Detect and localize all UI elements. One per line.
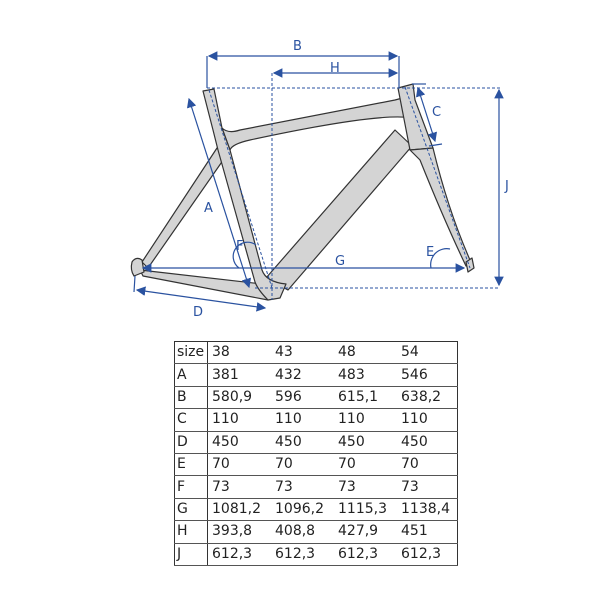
value-cell: 73: [334, 475, 397, 499]
value-cell: 73: [207, 475, 271, 499]
value-cell: 612,3: [207, 543, 271, 566]
frame-geometry-diagram: B H C J A F G E D: [130, 39, 509, 320]
value-cell: 451: [397, 520, 458, 544]
value-cell: 110: [207, 408, 271, 432]
label-g: G: [335, 254, 345, 269]
value-cell: 450: [397, 431, 458, 454]
value-cell: 1138,4: [397, 498, 458, 522]
value-cell: 615,1: [334, 386, 397, 410]
value-cell: 450: [207, 431, 271, 454]
value-cell: 1096,2: [271, 498, 334, 522]
row-label-cell: B: [174, 386, 208, 410]
table-header-row: size 38 43 48 54: [174, 341, 458, 365]
header-cell: 54: [397, 341, 458, 365]
value-cell: 612,3: [397, 543, 458, 566]
label-e: E: [426, 245, 434, 260]
row-label-cell: H: [174, 520, 208, 544]
header-cell: size: [174, 341, 208, 365]
value-cell: 638,2: [397, 386, 458, 410]
header-cell: 38: [207, 341, 271, 365]
label-j: J: [504, 179, 509, 194]
value-cell: 70: [334, 453, 397, 477]
row-label-cell: A: [174, 363, 208, 387]
fork: [409, 147, 471, 267]
label-f: F: [236, 239, 243, 254]
value-cell: 483: [334, 363, 397, 387]
row-label-cell: C: [174, 408, 208, 432]
label-c: C: [432, 105, 441, 120]
label-h: H: [330, 61, 340, 76]
header-cell: 48: [334, 341, 397, 365]
value-cell: 546: [397, 363, 458, 387]
value-cell: 596: [271, 386, 334, 410]
header-cell: 43: [271, 341, 334, 365]
value-cell: 580,9: [207, 386, 271, 410]
value-cell: 1115,3: [334, 498, 397, 522]
value-cell: 70: [271, 453, 334, 477]
value-cell: 612,3: [271, 543, 334, 566]
value-cell: 427,9: [334, 520, 397, 544]
label-d: D: [193, 305, 203, 320]
value-cell: 1081,2: [207, 498, 271, 522]
value-cell: 73: [271, 475, 334, 499]
value-cell: 110: [334, 408, 397, 432]
label-a: A: [204, 201, 213, 216]
value-cell: 381: [207, 363, 271, 387]
value-cell: 110: [271, 408, 334, 432]
label-b: B: [293, 39, 302, 54]
row-label-cell: J: [174, 543, 208, 566]
centerlines: [207, 73, 500, 300]
value-cell: 70: [397, 453, 458, 477]
value-cell: 73: [397, 475, 458, 499]
value-cell: 450: [334, 431, 397, 454]
value-cell: 408,8: [271, 520, 334, 544]
value-cell: 450: [271, 431, 334, 454]
seat-stay: [141, 147, 227, 269]
value-cell: 612,3: [334, 543, 397, 566]
row-label-cell: E: [174, 453, 208, 477]
value-cell: 393,8: [207, 520, 271, 544]
row-label-cell: F: [174, 475, 208, 499]
top-tube: [221, 95, 413, 151]
rear-dropout: [130, 257, 145, 277]
value-cell: 432: [271, 363, 334, 387]
value-cell: 110: [397, 408, 458, 432]
dimension-lines: [133, 51, 504, 312]
row-label-cell: G: [174, 498, 208, 522]
row-label-cell: D: [174, 431, 208, 454]
value-cell: 70: [207, 453, 271, 477]
